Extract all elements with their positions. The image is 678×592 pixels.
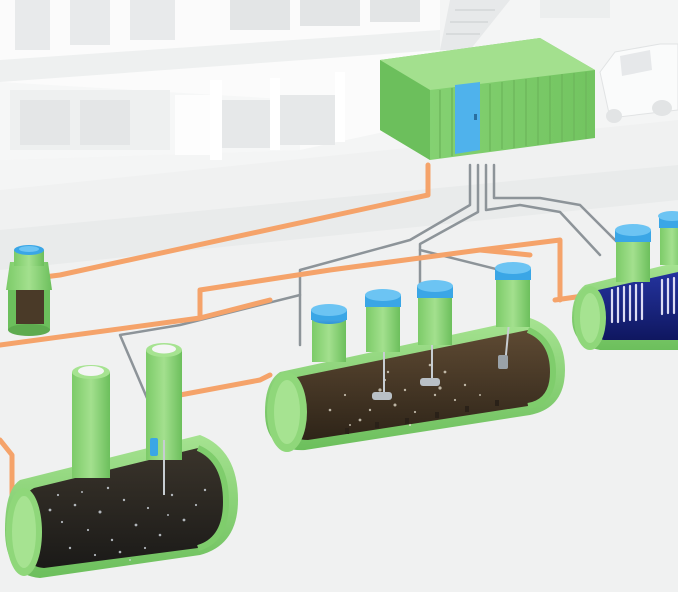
container-door [455, 82, 480, 154]
primary-settlement-tank-icon [5, 343, 238, 578]
clarifier-tank-icon [572, 211, 678, 350]
pump-chamber-icon [6, 245, 52, 336]
control-container-icon [380, 38, 595, 160]
aeration-tank-icon [265, 262, 565, 452]
car-icon [599, 43, 678, 123]
building-icon [0, 0, 440, 160]
playground-slide-icon [440, 0, 610, 50]
